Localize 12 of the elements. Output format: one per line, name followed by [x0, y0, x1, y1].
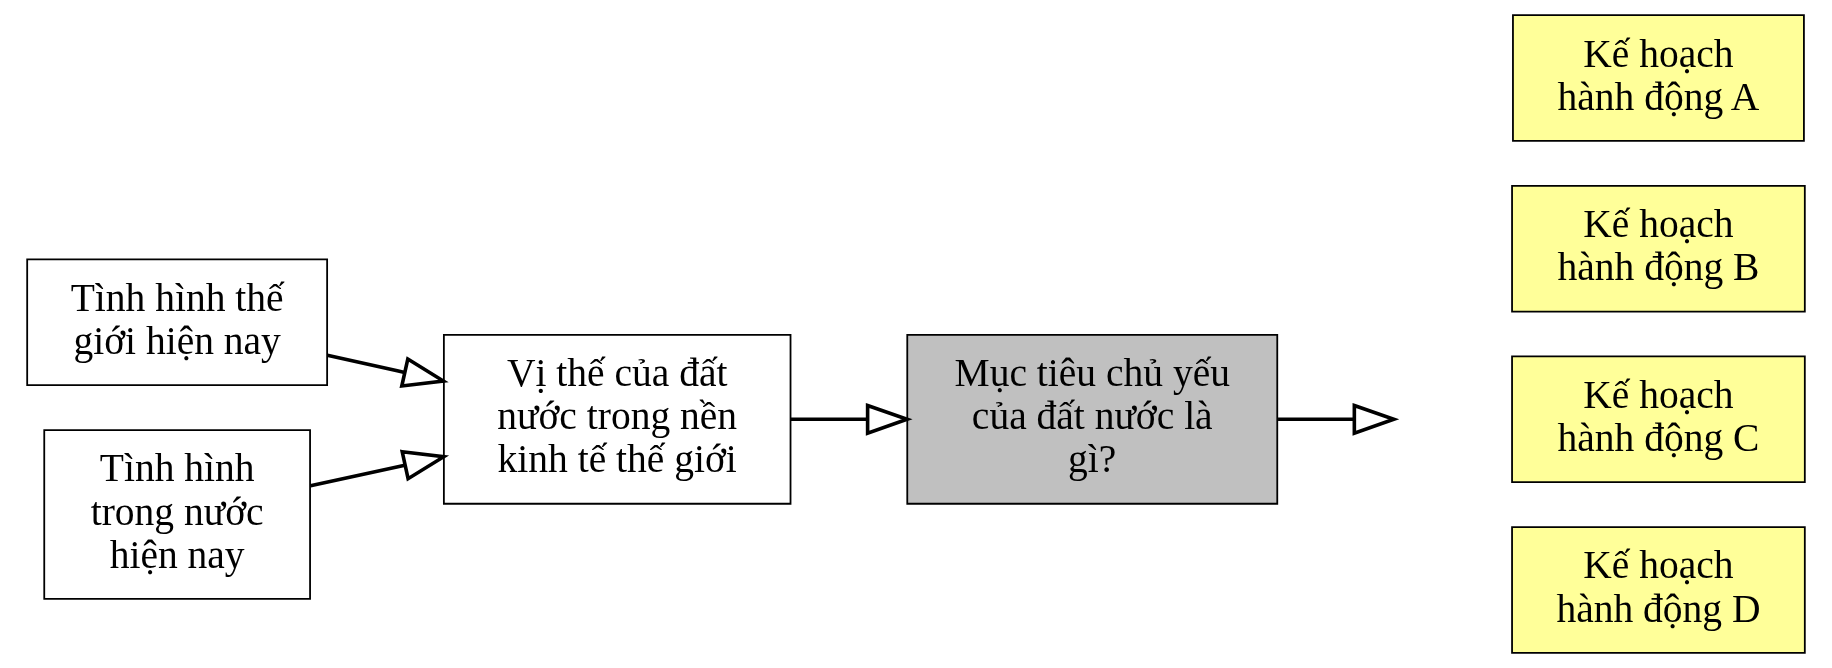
node-box: Kế hoạch hành động B	[1511, 184, 1806, 313]
node-box: Kế hoạch hành động A	[1512, 14, 1805, 142]
node-box: Kế hoạch hành động C	[1511, 355, 1806, 484]
arrow	[310, 449, 450, 488]
node-box: Kế hoạch hành động D	[1511, 526, 1806, 654]
node-box: Mục tiêu chủ yếu của đất nước là gì?	[906, 334, 1279, 505]
node-box: Tình hình trong nước hiện nay	[43, 429, 311, 600]
arrow	[790, 402, 913, 436]
node-box: Vị thế của đất nước trong nền kinh tế thế giới	[443, 334, 792, 505]
node-box: Tình hình thế giới hiện nay	[26, 258, 329, 387]
arrow	[1278, 402, 1400, 436]
arrow	[326, 353, 449, 389]
